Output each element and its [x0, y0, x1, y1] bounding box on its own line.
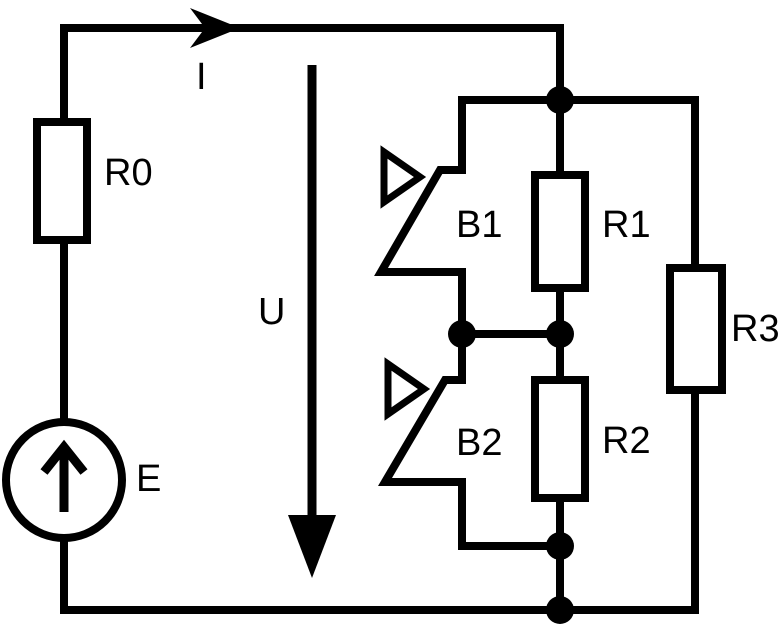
resistor-r3 — [666, 264, 726, 394]
label-current: I — [196, 56, 207, 98]
source-arrow-icon — [40, 439, 88, 512]
label-r0: R0 — [104, 152, 153, 194]
label-source: E — [136, 458, 162, 500]
label-r1: R1 — [602, 204, 651, 246]
resistor-r0 — [33, 118, 91, 244]
node-mid-left — [448, 320, 476, 348]
wire-left-bottom — [60, 536, 564, 614]
label-r3: R3 — [731, 308, 780, 350]
node-lower — [546, 532, 574, 560]
switch-b1 — [374, 145, 466, 282]
node-top — [546, 86, 574, 114]
wire-r3-bottom — [556, 386, 699, 614]
label-b2: B2 — [456, 422, 503, 464]
node-bottom — [546, 596, 574, 624]
current-arrow-icon — [190, 8, 240, 48]
resistor-r1 — [531, 171, 589, 292]
wire-b2-bottom — [458, 484, 564, 550]
wire-top-bus — [458, 96, 699, 272]
label-r2: R2 — [602, 420, 651, 462]
label-b1: B1 — [456, 204, 503, 246]
switch-b2 — [378, 357, 466, 488]
voltage-arrow-head-icon — [288, 515, 336, 578]
resistor-r2 — [531, 376, 589, 502]
label-voltage: U — [258, 291, 286, 333]
node-mid-right — [546, 320, 574, 348]
wire-top — [60, 24, 564, 124]
